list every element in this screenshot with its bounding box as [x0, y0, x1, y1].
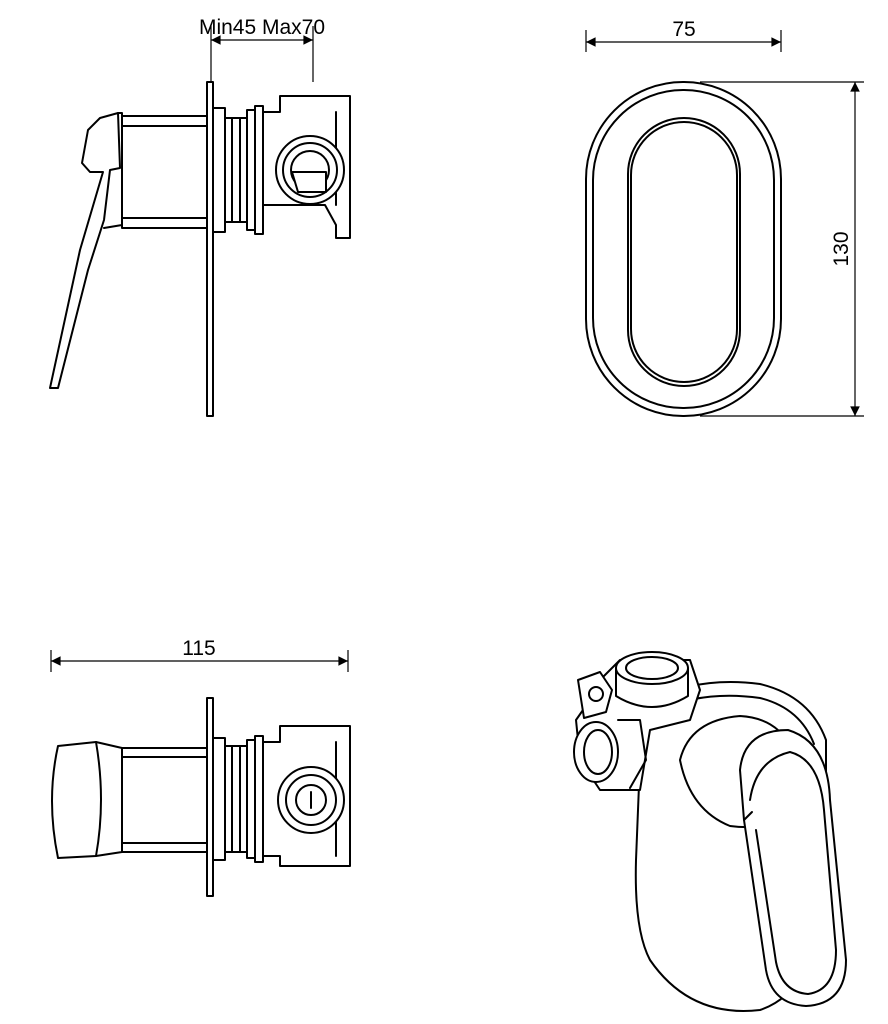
- front-view-plate: 75 130: [585, 18, 864, 417]
- lever-handle: [49, 112, 121, 389]
- side-view-lever: Min45 Max70: [49, 16, 351, 417]
- dimension-length-label: 115: [182, 637, 215, 660]
- isometric-view: [573, 651, 847, 1012]
- dimension-width: 75: [585, 18, 782, 52]
- lever-front: [627, 117, 741, 387]
- dimension-length: 115: [50, 637, 349, 672]
- knob-body: [121, 747, 209, 853]
- dimension-height: 130: [700, 81, 864, 417]
- iso-valve-body: [573, 651, 701, 791]
- dimension-width-label: 75: [672, 18, 695, 41]
- wall-plate: [206, 81, 214, 417]
- outlet-port: [275, 135, 345, 205]
- knob: [51, 741, 102, 859]
- dimension-height-label: 130: [830, 231, 853, 266]
- dimension-depth-range: Min45 Max70: [199, 16, 325, 82]
- handle-body: [121, 115, 209, 229]
- side-view-knob: 115: [50, 637, 351, 897]
- dimension-depth-range-label: Min45 Max70: [199, 16, 325, 39]
- iso-lever: [739, 729, 847, 1007]
